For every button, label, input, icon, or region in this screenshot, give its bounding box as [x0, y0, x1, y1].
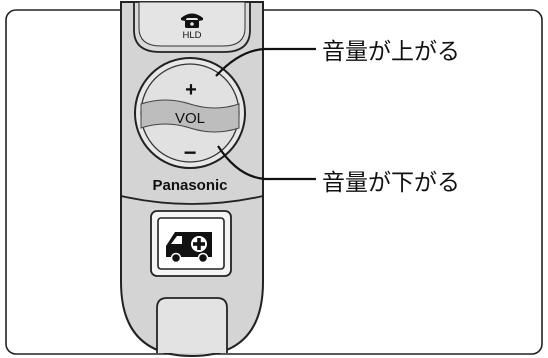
strap-stub: [156, 297, 228, 353]
callout-volume-down: 音量が下がる: [322, 170, 460, 196]
leader-line-up: [215, 47, 316, 77]
leader-line-down: [217, 145, 316, 181]
hold-button[interactable]: HLD: [133, 1, 251, 53]
hold-label: HLD: [182, 30, 201, 41]
panel-seam: [120, 195, 264, 205]
telephone-icon: [181, 13, 203, 28]
plus-symbol: +: [185, 79, 197, 101]
minus-symbol: −: [184, 140, 197, 165]
emergency-button[interactable]: [150, 210, 232, 277]
frame-border: [5, 9, 543, 355]
volume-control: + VOL −: [134, 57, 246, 169]
vol-label: VOL: [175, 110, 205, 127]
brand-logo: Panasonic: [152, 177, 227, 194]
callout-volume-up: 音量が上がる: [322, 39, 460, 65]
vol-band: [140, 99, 240, 133]
ambulance-icon: [166, 232, 212, 264]
